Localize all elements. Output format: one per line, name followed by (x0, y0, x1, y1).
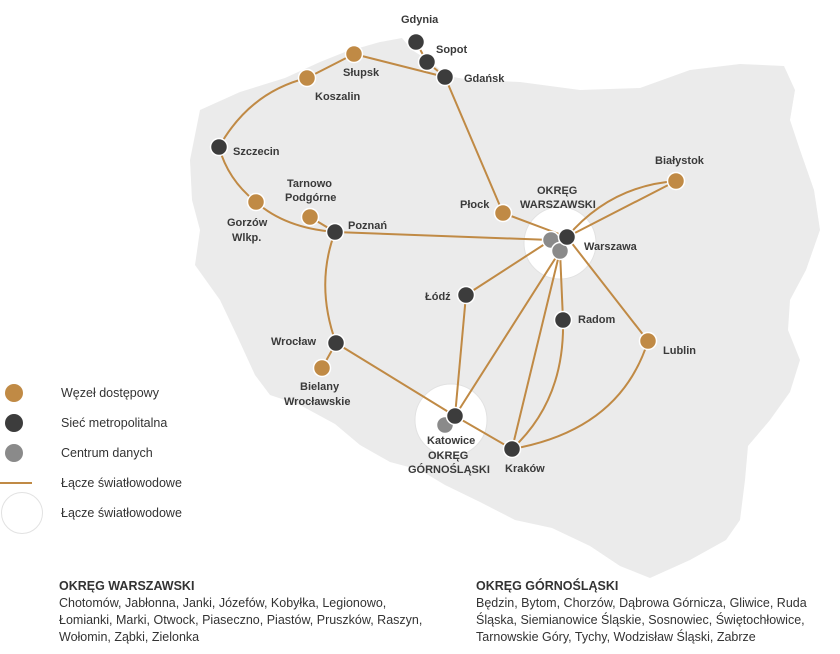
label-radom: Radom (578, 314, 616, 326)
access-node-dot-icon (5, 384, 23, 402)
legend-label: Sieć metropolitalna (61, 416, 168, 430)
node-szczecin (209, 137, 229, 157)
node-wroclaw (326, 333, 346, 353)
label-warszawa: Warszawa (584, 241, 638, 253)
label-tarnowo-2: Podgórne (285, 192, 336, 204)
node-koszalin (297, 68, 317, 88)
link-warszawa-krakow (511, 250, 561, 450)
node-sopot (417, 52, 437, 72)
legend-label: Łącze światłowodowe (61, 476, 182, 490)
link-lodz-katowice (454, 294, 467, 417)
legend-label: Łącze światłowodowe (61, 506, 182, 520)
node-tarnowo (300, 207, 320, 227)
link-katowice-krakow (454, 415, 513, 450)
note-body: Będzin, Bytom, Chorzów, Dąbrowa Górnicza… (476, 596, 807, 644)
node-gdansk (435, 67, 455, 87)
node-gdynia (406, 32, 426, 52)
link-warszawa-lublin (566, 236, 649, 342)
node-plock (493, 203, 513, 223)
fiber-link-line-icon (0, 482, 32, 484)
label-poznan: Poznań (348, 220, 387, 232)
legend-item-fiber-link: Łącze światłowodowe (0, 468, 260, 498)
node-slupsk (344, 44, 364, 64)
link-poznan-wroclaw (324, 231, 337, 344)
link-warszawa-katowice (454, 250, 561, 417)
label-gdansk: Gdańsk (464, 73, 505, 85)
legend-label: Centrum danych (61, 446, 153, 460)
note-title: OKRĘG GÓRNOŚLĄSKI (476, 579, 619, 593)
metro-network-dot-icon (5, 414, 23, 432)
node-radom (553, 310, 573, 330)
label-plock: Płock (460, 199, 490, 211)
label-sopot: Sopot (436, 44, 467, 56)
node-katowice (445, 406, 465, 426)
legend-label: Węzeł dostępowy (61, 386, 159, 400)
note-gornoslaski: OKRĘG GÓRNOŚLĄSKI Będzin, Bytom, Chorzów… (476, 578, 838, 646)
link-radom-krakow (511, 319, 565, 450)
label-lublin: Lublin (663, 345, 696, 357)
label-bielany-2: Wrocławskie (284, 396, 350, 408)
label-tarnowo-1: Tarnowo (287, 178, 332, 190)
legend-item-metro-network: Sieć metropolitalna (0, 408, 260, 438)
legend-item-access-node: Węzeł dostępowy (0, 378, 260, 408)
label-region-gornoslaski-2: GÓRNOŚLĄSKI (408, 463, 490, 476)
label-szczecin: Szczecin (233, 146, 280, 158)
link-bialystok-warszawa-b (566, 180, 677, 238)
link-slupsk-gdansk (353, 53, 446, 78)
node-krakow (502, 439, 522, 459)
label-lodz: Łódź (425, 291, 451, 303)
region-circle-icon (1, 492, 43, 534)
link-gdansk-plock (444, 76, 504, 214)
label-krakow: Kraków (505, 463, 545, 475)
city-labels: Gdynia Sopot Gdańsk Słupsk Koszalin Szcz… (227, 14, 705, 476)
note-title: OKRĘG WARSZAWSKI (59, 579, 195, 593)
link-lublin-krakow (511, 340, 649, 450)
label-bialystok: Białystok (655, 155, 705, 167)
legend-item-data-center: Centrum danych (0, 438, 260, 468)
node-poznan (325, 222, 345, 242)
label-gorzow-2: Wlkp. (232, 232, 261, 244)
note-body: Chotomów, Jabłonna, Janki, Józefów, Koby… (59, 596, 423, 644)
note-warszawski: OKRĘG WARSZAWSKI Chotomów, Jabłonna, Jan… (59, 578, 429, 646)
poland-land-shape (190, 38, 820, 578)
node-warszawa (557, 227, 577, 247)
node-bielany (312, 358, 332, 378)
label-gdynia: Gdynia (401, 14, 439, 26)
network-nodes (209, 32, 686, 459)
link-warszawa-radom (559, 250, 564, 321)
data-center-dot-icon (5, 444, 23, 462)
link-koszalin-szczecin (218, 77, 308, 148)
label-bielany-1: Bielany (300, 381, 340, 393)
label-region-warszawski-1: OKRĘG (537, 185, 577, 197)
link-poznan-warszawa (334, 231, 552, 241)
node-lublin (638, 331, 658, 351)
label-koszalin: Koszalin (315, 91, 361, 103)
link-wroclaw-katowice (335, 342, 456, 417)
legend-item-region: Łącze światłowodowe (0, 492, 260, 534)
label-region-warszawski-2: WARSZAWSKI (520, 199, 596, 211)
label-slupsk: Słupsk (343, 67, 380, 79)
label-wroclaw: Wrocław (271, 336, 316, 348)
label-katowice: Katowice (427, 435, 475, 447)
link-warszawa-lodz (465, 239, 552, 296)
label-region-gornoslaski-1: OKRĘG (428, 450, 468, 462)
node-bialystok (666, 171, 686, 191)
fiber-links (218, 41, 677, 450)
label-gorzow-1: Gorzów (227, 217, 268, 229)
node-lodz (456, 285, 476, 305)
link-bialystok-warszawa-a (566, 180, 677, 238)
node-gorzow (246, 192, 266, 212)
